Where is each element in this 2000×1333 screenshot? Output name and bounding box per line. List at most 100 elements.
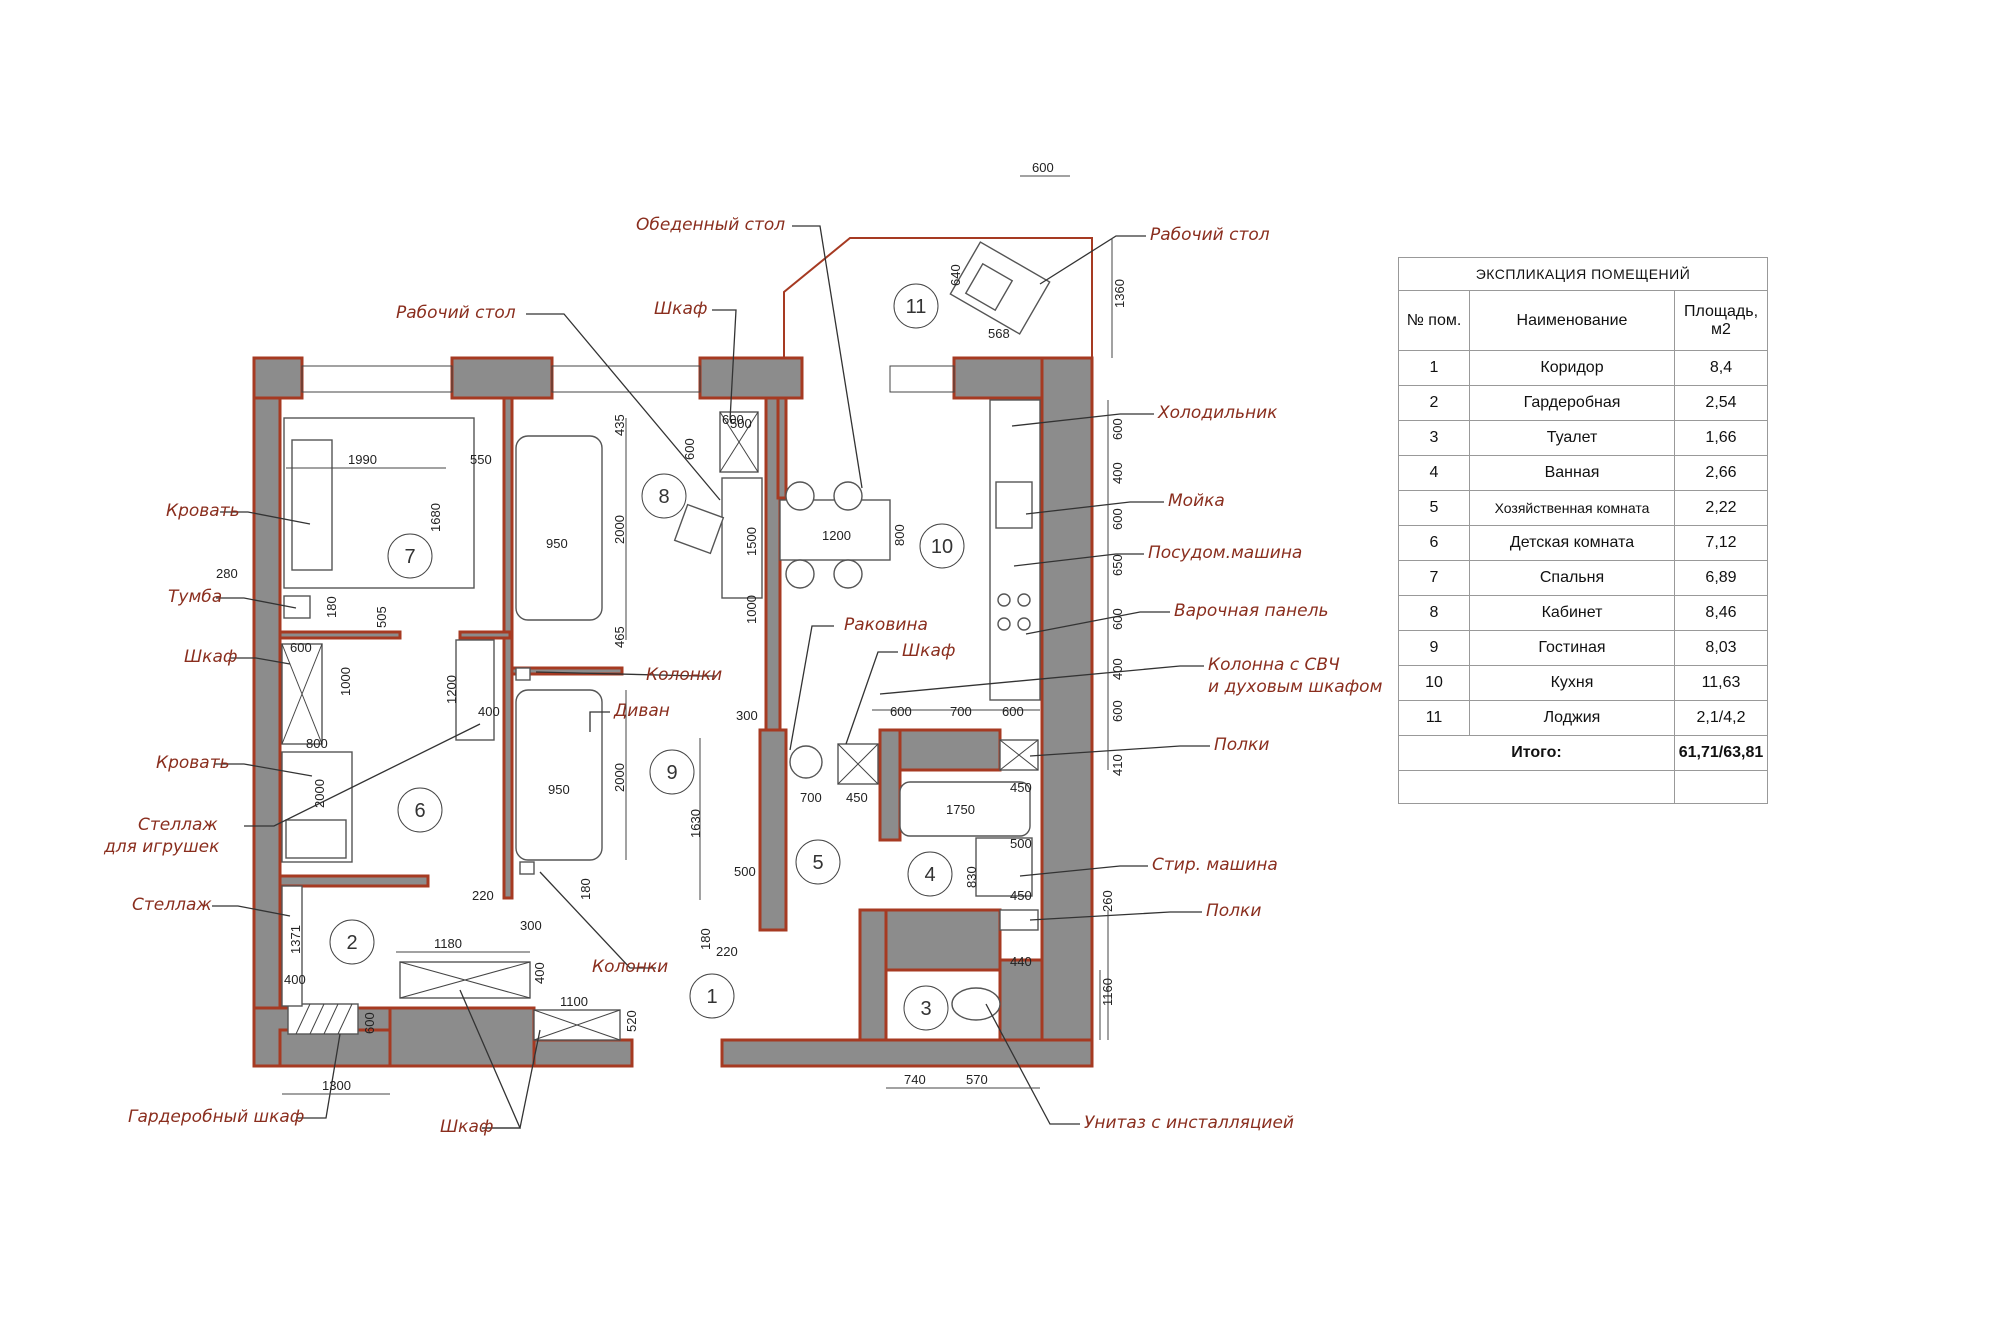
room-number-8: 8 — [658, 486, 669, 508]
table-cell: Гостиная — [1469, 630, 1675, 666]
room-number-10: 10 — [931, 536, 953, 558]
bathtub — [899, 781, 1031, 837]
table-cell: 5 — [1398, 490, 1470, 526]
dimension: 640 — [948, 264, 963, 286]
callout-speakers-bottom: Колонки — [592, 957, 668, 977]
sofa-office — [515, 435, 603, 621]
room-number-1: 1 — [706, 986, 717, 1008]
dimension: 500 — [1010, 836, 1032, 851]
callout-dishwasher: Посудом.машина — [1148, 543, 1302, 563]
table-cell: 6 — [1398, 525, 1470, 561]
dimension: 410 — [1110, 754, 1125, 776]
dimension: 600 — [1110, 700, 1125, 722]
callout-sofa: Диван — [613, 701, 670, 721]
callouts: Обеденный стол Рабочий стол Рабочий стол… — [103, 215, 1383, 1137]
nightstand — [283, 595, 311, 619]
callout-bed-child: Кровать — [156, 753, 230, 773]
room-number-2: 2 — [346, 932, 357, 954]
callout-toy-rack-2: для игрушек — [103, 837, 220, 857]
dimension: 550 — [470, 452, 492, 467]
dressing-wardrobe — [287, 1003, 359, 1035]
table-cell: 4 — [1398, 455, 1470, 491]
loggia-outline — [783, 237, 1093, 358]
wall-bottom-wardrobe — [388, 1006, 536, 1068]
table-blank-row — [1398, 770, 1768, 804]
table-total-row: Итого: 61,71/63,81 — [1398, 735, 1768, 771]
table-title: ЭКСПЛИКАЦИЯ ПОМЕЩЕНИЙ — [1398, 257, 1768, 291]
dimension: 1750 — [946, 802, 975, 817]
dimension: 600 — [1110, 418, 1125, 440]
table-cell: 8,46 — [1674, 595, 1768, 631]
dimensions: 600 640 568 1360 1990 550 1680 280 180 5… — [216, 160, 1127, 1093]
table-cell: 10 — [1398, 665, 1470, 701]
dimension: 280 — [216, 566, 238, 581]
room-number-11: 11 — [906, 296, 927, 318]
room-numbers: 11 7 8 10 6 9 5 4 2 1 3 — [329, 283, 965, 1031]
callout-shelves-2: Полки — [1206, 901, 1261, 921]
wall-top-2 — [450, 356, 554, 400]
table-cell: Спальня — [1469, 560, 1675, 596]
dimension: 600 — [890, 704, 912, 719]
table-cell: 2 — [1398, 385, 1470, 421]
dimension: 435 — [612, 414, 627, 436]
dimension: 2000 — [312, 779, 327, 808]
table-cell: 3 — [1398, 420, 1470, 456]
wall-right — [1040, 356, 1094, 1068]
office-chair — [673, 503, 725, 555]
dimension: 1371 — [288, 925, 303, 954]
dimension: 400 — [478, 704, 500, 719]
dimension: 1200 — [822, 528, 851, 543]
callout-cabinet-bottom: Шкаф — [440, 1117, 493, 1137]
table-cell: 8 — [1398, 595, 1470, 631]
dimension: 1680 — [428, 503, 443, 532]
dimension: 400 — [1110, 658, 1125, 680]
table-cell: 11,63 — [1674, 665, 1768, 701]
dimension: 950 — [548, 782, 570, 797]
dimension: 700 — [950, 704, 972, 719]
room-number-7: 7 — [404, 546, 415, 568]
room-schedule-table: ЭКСПЛИКАЦИЯ ПОМЕЩЕНИЙ № пом. Наименовани… — [1398, 257, 1768, 804]
table-cell: 2,54 — [1674, 385, 1768, 421]
table-header-number: № пом. — [1398, 290, 1470, 351]
office-desk — [721, 477, 763, 599]
dimension: 568 — [988, 326, 1010, 341]
callout-toilet: Унитаз с инсталляцией — [1084, 1113, 1294, 1133]
dimension: 1100 — [560, 994, 588, 1009]
callout-cabinet-mid: Шкаф — [902, 641, 955, 661]
dimension: 1360 — [1112, 279, 1127, 308]
dimension: 600 — [722, 412, 744, 427]
dimension-lines — [282, 175, 1113, 1095]
dimension: 505 — [374, 606, 389, 628]
total-label: Итого: — [1398, 735, 1675, 771]
dimension: 520 — [624, 1010, 639, 1032]
dimension: 1300 — [322, 1078, 351, 1093]
table-cell: Лоджия — [1469, 700, 1675, 736]
room-number-9: 9 — [666, 762, 677, 784]
dimension: 220 — [716, 944, 738, 959]
wall-top-3 — [698, 356, 804, 400]
dimension: 440 — [1010, 954, 1032, 969]
table-cell: 1 — [1398, 350, 1470, 386]
dimension: 650 — [1110, 554, 1125, 576]
wall-utility — [758, 728, 788, 932]
dimension: 600 — [362, 1012, 377, 1034]
dimension: 830 — [964, 866, 979, 888]
dimension: 600 — [1032, 160, 1054, 175]
callout-desk-office: Рабочий стол — [396, 303, 516, 323]
dimension: 400 — [532, 962, 547, 984]
table-cell: 11 — [1398, 700, 1470, 736]
speaker-top — [515, 667, 531, 681]
table-cell: 8,4 — [1674, 350, 1768, 386]
table-cell: 7,12 — [1674, 525, 1768, 561]
room-number-3: 3 — [920, 998, 931, 1020]
leader-lines — [212, 225, 1210, 1129]
toilet — [951, 987, 1001, 1021]
callout-rack: Стеллаж — [132, 895, 212, 915]
dimension: 2000 — [612, 763, 627, 792]
